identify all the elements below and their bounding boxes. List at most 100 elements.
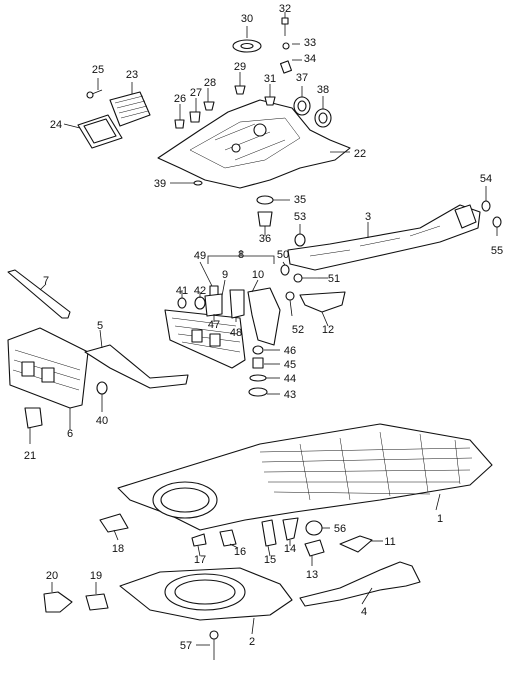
callout-31: 31 [264,73,276,85]
callout-35: 35 [294,194,306,206]
part-14-bracket [282,517,299,541]
part-23-vent-grille [109,91,151,127]
part-20-bracket [43,591,73,613]
part-21-bracket [24,407,43,429]
part-38-seal-ring [314,108,332,128]
callout-30: 30 [241,13,253,25]
callout-7: 7 [43,275,49,287]
part-1-floor-pan [117,423,493,531]
part-35-grommet [256,195,274,205]
callout-6: 6 [67,428,73,440]
part-19-bracket [85,593,109,611]
callout-25: 25 [92,64,104,76]
part-45-spacer [252,357,264,369]
callout-33: 33 [304,37,316,49]
part-46-nut [252,345,264,355]
callout-26: 26 [174,93,186,105]
part-3-longitudinal-member [287,204,481,271]
part-11-bracket [339,535,373,553]
callout-41: 41 [176,285,188,297]
part-29-plug [234,85,246,95]
part-28-plug [203,101,215,111]
part-22-front-floor-assembly [157,99,351,189]
callout-29: 29 [234,61,246,73]
callout-2: 2 [249,636,255,648]
part-57-bolt [209,630,219,660]
part-52-nut [285,291,295,301]
callout-3: 3 [365,211,371,223]
part-7-trim-strip [7,269,71,319]
callout-16: 16 [234,546,246,558]
part-15-bracket [261,519,277,547]
part-5-cross-member [84,344,189,389]
callout-32: 32 [279,3,291,15]
callout-21: 21 [24,450,36,462]
part-43-washer [248,387,268,397]
callout-19: 19 [90,570,102,582]
callout-4: 4 [361,606,367,618]
part-18-bracket [99,513,129,533]
part-9-bracket [204,293,223,317]
callout-37: 37 [296,72,308,84]
callout-48: 48 [230,327,242,339]
callout-50: 50 [277,249,289,261]
callout-15: 15 [264,554,276,566]
callout-51: 51 [328,273,340,285]
part-32-bolt [281,17,289,36]
part-36-plug [257,211,273,227]
part-10-bracket [229,289,245,319]
part-25-screw [86,89,103,99]
callout-56: 56 [334,523,346,535]
callout-47: 47 [208,319,220,331]
part-51-bolt [293,273,318,283]
part-50-plug [280,264,290,276]
part-13-bracket [304,539,325,557]
part-42-plug [194,296,206,310]
part-44-washer [249,374,267,382]
part-8-bulkhead-group [164,309,246,369]
callout-55: 55 [491,245,503,257]
part-34-pin [279,60,293,74]
part-54-nut [481,200,491,212]
callout-38: 38 [317,84,329,96]
callout-45: 45 [284,359,296,371]
part-33-washer [282,42,290,50]
callout-13: 13 [306,569,318,581]
callout-52: 52 [292,324,304,336]
part-47-reinforcement [247,287,281,346]
part-2-rear-floor-pan [119,567,293,621]
callout-42: 42 [194,285,206,297]
callout-1: 1 [437,513,443,525]
callout-18: 18 [112,543,124,555]
part-4-side-sill [299,561,421,607]
part-24-vent-frame [77,114,123,149]
callout-8: 8 [238,249,244,261]
callout-57: 57 [180,640,192,652]
callout-46: 46 [284,345,296,357]
part-17-clip [191,533,207,547]
callout-10: 10 [252,269,264,281]
part-12-bracket [299,291,346,313]
part-41-plug [177,297,187,309]
callout-44: 44 [284,373,296,385]
callout-36: 36 [259,233,271,245]
part-27-nut [189,111,201,123]
leader-lines [29,12,498,646]
callout-11: 11 [384,536,395,548]
part-6-rear-panel [7,327,89,409]
callout-40: 40 [96,415,108,427]
callout-49: 49 [194,250,206,262]
callout-27: 27 [190,87,202,99]
part-56-grommet [305,520,323,536]
part-37-seal-ring [293,96,311,116]
callout-12: 12 [322,324,334,336]
callout-24: 24 [50,119,62,131]
part-39-plug [193,180,203,186]
part-53-plug [294,233,306,247]
callout-20: 20 [46,570,58,582]
callout-23: 23 [126,69,138,81]
part-30-grommet [232,39,262,53]
callout-28: 28 [204,77,216,89]
